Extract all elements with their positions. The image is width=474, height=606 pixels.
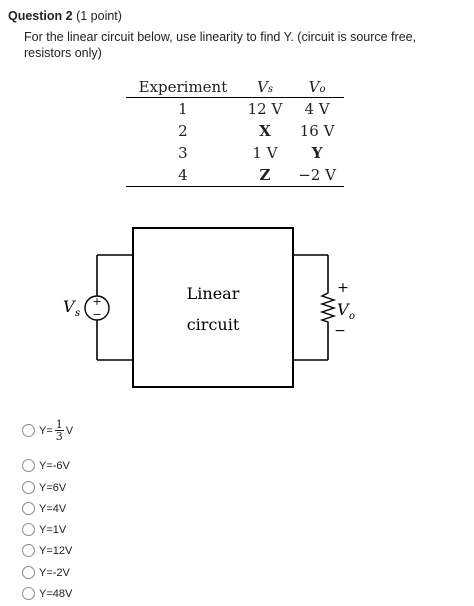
cell-vo: 4 V: [304, 100, 330, 118]
source-label-sub: s: [75, 308, 80, 319]
option-suffix: V: [65, 424, 74, 437]
option-y-4v[interactable]: Y=4V: [22, 502, 66, 515]
option-label: Y=4V: [39, 502, 67, 515]
option-label: Y=-2V: [39, 566, 70, 579]
output-label-var: V: [337, 300, 350, 319]
cell-exp: 3: [178, 144, 188, 162]
cell-vs: 1 V: [252, 144, 278, 162]
cell-exp: 2: [178, 122, 188, 140]
option-y-one-third[interactable]: Y= 1 3 V: [22, 419, 73, 442]
source-label-var: V: [63, 297, 76, 316]
radio-button[interactable]: [22, 459, 35, 472]
header-vs: Vs: [239, 76, 291, 98]
circuit-wires: [96, 254, 329, 361]
option-label: Y=12V: [39, 544, 73, 557]
radio-button[interactable]: [22, 424, 35, 437]
output-minus: −: [334, 323, 346, 339]
question-title: Question 2: [8, 9, 73, 23]
option-y-neg2v[interactable]: Y=-2V: [22, 566, 70, 579]
cell-vs: X: [259, 122, 271, 140]
source-plus: +: [92, 295, 101, 308]
radio-button[interactable]: [22, 502, 35, 515]
option-label: Y=6V: [39, 481, 67, 494]
table-row: 3 1 V Y: [126, 142, 344, 164]
cell-vo: −2 V: [290, 164, 344, 187]
box-label-line2: circuit: [187, 315, 240, 334]
option-y-6v[interactable]: Y=6V: [22, 481, 66, 494]
cell-vs: 12 V: [247, 100, 283, 118]
question-prompt: For the linear circuit below, use linear…: [24, 30, 417, 60]
fraction: 1 3: [54, 418, 64, 443]
linear-circuit-box: [132, 227, 294, 388]
question-header: Question 2 (1 point): [8, 9, 122, 23]
cell-vs: Z: [239, 164, 291, 187]
radio-button[interactable]: [22, 566, 35, 579]
radio-button[interactable]: [22, 523, 35, 536]
option-prefix: Y=: [39, 424, 53, 437]
fraction-numerator: 1: [54, 418, 64, 431]
option-label: Y=48V: [39, 587, 73, 600]
cell-vo: 16 V: [299, 122, 335, 140]
experiment-table: Experiment Vs Vo 1 12 V 4 V 2 X 16 V 3 1…: [126, 76, 344, 187]
option-y-48v[interactable]: Y=48V: [22, 587, 72, 600]
voltage-source-icon: [84, 295, 110, 321]
box-label-line1: Linear: [187, 284, 240, 303]
fraction-denominator: 3: [55, 430, 63, 443]
cell-vo: Y: [311, 144, 323, 162]
cell-exp: 4: [126, 164, 240, 187]
option-label: Y=-6V: [39, 459, 70, 472]
radio-button[interactable]: [22, 544, 35, 557]
table-row: 4 Z −2 V: [126, 164, 344, 187]
source-minus: −: [92, 308, 101, 321]
output-label-sub: o: [349, 311, 355, 322]
circuit-diagram: Linear circuit + − V s + V o −: [63, 227, 355, 388]
radio-button[interactable]: [22, 587, 35, 600]
table-row: 2 X 16 V: [126, 120, 344, 142]
header-experiment: Experiment: [126, 76, 240, 98]
cell-exp: 1: [178, 100, 188, 118]
table-header-row: Experiment Vs Vo: [126, 76, 344, 98]
radio-button[interactable]: [22, 481, 35, 494]
option-y-1v[interactable]: Y=1V: [22, 523, 66, 536]
option-label: Y=1V: [39, 523, 67, 536]
option-y-12v[interactable]: Y=12V: [22, 544, 72, 557]
table-row: 1 12 V 4 V: [126, 98, 344, 121]
resistor-icon: [319, 290, 337, 324]
output-plus: +: [337, 280, 349, 296]
header-vo: Vo: [290, 76, 344, 98]
question-points: (1 point): [76, 9, 122, 23]
option-y-neg6v[interactable]: Y=-6V: [22, 459, 70, 472]
